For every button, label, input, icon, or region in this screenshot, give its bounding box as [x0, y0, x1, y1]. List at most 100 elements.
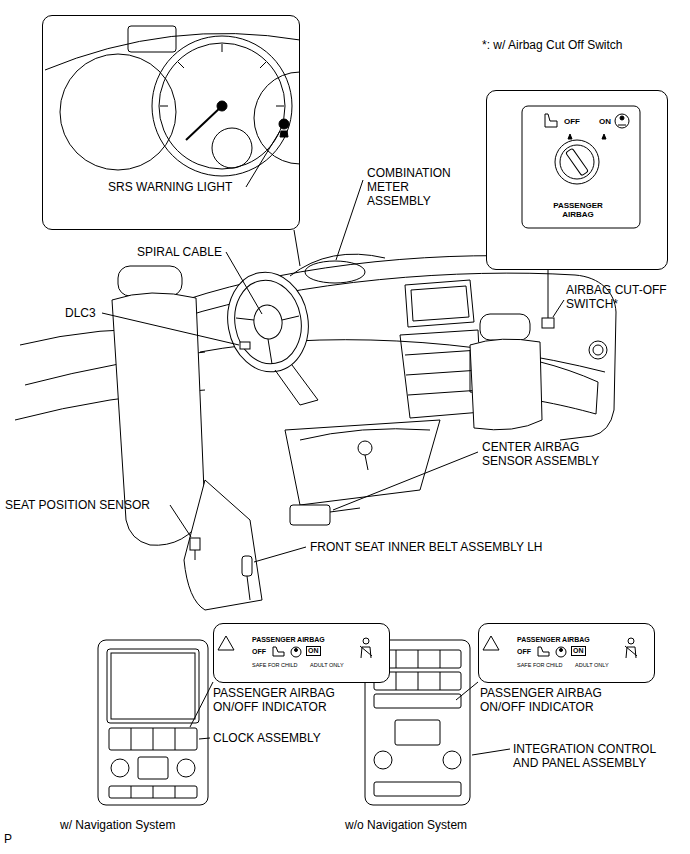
center-console — [285, 420, 440, 525]
leader-lines — [254, 547, 306, 562]
driver-seat — [195, 550, 196, 560]
car-interior — [400, 330, 482, 418]
part-label: SEAT POSITION SENSOR — [5, 498, 150, 512]
indicator-zoom-right — [560, 649, 563, 652]
car-interior — [405, 280, 474, 327]
passenger-seat — [470, 314, 542, 430]
indicator-note: SAFE FOR CHILD — [252, 662, 298, 668]
indicator-zoom-left — [218, 636, 234, 650]
indicator-zoom-right — [538, 647, 549, 656]
part-label: PASSENGER AIRBAG ON/OFF INDICATOR — [213, 686, 359, 714]
gauge-zoom — [212, 128, 252, 168]
indicator-state: ON — [571, 646, 586, 656]
car-interior — [593, 345, 603, 355]
gauge-zoom — [42, 15, 300, 266]
car-interior — [305, 261, 365, 283]
figure-code: P — [4, 832, 12, 846]
integration-panel — [396, 650, 440, 668]
driver-seat — [112, 266, 262, 610]
navigation-head-unit — [138, 757, 168, 779]
cutoff-switch-zoom — [486, 90, 668, 270]
driver-seat — [190, 538, 200, 550]
footnote: *: w/ Airbag Cut Off Switch — [482, 38, 623, 52]
steering-wheel — [236, 316, 299, 364]
part-label: INTEGRATION CONTROL AND PANEL ASSEMBLY — [513, 742, 679, 770]
integration-panel — [374, 751, 392, 769]
gauge-zoom — [246, 131, 280, 187]
car-interior — [560, 312, 616, 440]
integration-panel — [374, 694, 461, 708]
cutoff-switch-zoom — [568, 134, 606, 139]
indicator-zoom-right — [628, 638, 634, 644]
switch-position: ON — [599, 117, 611, 126]
callout-box: SRS WARNING LIGHT — [42, 15, 300, 230]
caption-label: w/ Navigation System — [60, 818, 175, 832]
indicator-note: ADULT ONLY — [310, 662, 344, 668]
indicator-zoom-left — [190, 623, 390, 739]
part-label: AIRBAG CUT-OFF SWITCH* — [566, 283, 680, 311]
car-interior — [405, 350, 481, 395]
steering-wheel — [275, 365, 318, 405]
navigation-head-unit — [109, 786, 197, 798]
center-console — [358, 441, 372, 455]
integration-panel — [396, 672, 440, 690]
driver-seat — [242, 556, 252, 576]
indicator-zoom-left — [273, 647, 284, 656]
cutoff-switch-zoom — [555, 140, 599, 184]
cutoff-switch-zoom — [522, 106, 640, 228]
steering-wheel — [220, 266, 318, 405]
indicator-zoom-right — [456, 623, 655, 755]
indicator-zoom-left — [295, 649, 298, 652]
leader-lines — [102, 180, 478, 562]
indicator-state: OFF — [252, 648, 266, 656]
indicator-zoom-right — [483, 636, 499, 650]
integration-panel — [374, 782, 461, 796]
gauge-zoom — [294, 230, 300, 266]
indicator-zoom-left — [199, 738, 210, 739]
navigation-head-unit — [98, 640, 208, 805]
part-label: CENTER AIRBAG SENSOR ASSEMBLY — [482, 440, 610, 468]
center-console — [290, 505, 330, 525]
indicator-zoom-right — [472, 749, 510, 755]
gauge-zoom — [217, 101, 227, 111]
steering-wheel — [251, 303, 284, 341]
passenger-seat — [470, 339, 542, 430]
switch-label: PASSENGER AIRBAG — [548, 201, 608, 219]
leader-lines — [102, 313, 239, 345]
leader-lines — [336, 180, 363, 260]
driver-seat — [247, 576, 250, 600]
navigation-head-unit — [177, 759, 195, 777]
part-label: FRONT SEAT INNER BELT ASSEMBLY LH — [310, 540, 543, 554]
driver-seat — [118, 266, 182, 296]
leader-lines — [170, 505, 191, 537]
cutoff-switch-zoom — [560, 145, 594, 179]
integration-panel — [443, 751, 461, 769]
car-interior — [542, 318, 554, 328]
gauge-zoom — [159, 43, 285, 169]
car-interior — [290, 254, 385, 276]
center-console — [285, 420, 440, 505]
navigation-head-unit — [107, 649, 199, 723]
car-interior — [240, 342, 250, 349]
indicator-zoom-left — [190, 682, 213, 727]
part-label: COMBINATION METER ASSEMBLY — [367, 166, 451, 208]
indicator-zoom-right — [625, 646, 637, 658]
navigation-head-unit — [98, 640, 208, 805]
part-label: DLC3 — [65, 306, 96, 320]
indicator-title: PASSENGER AIRBAG — [252, 636, 325, 644]
gauge-zoom — [42, 15, 300, 230]
gauge-zoom — [60, 54, 176, 170]
indicator-zoom-right — [456, 682, 478, 700]
cutoff-switch-zoom — [618, 125, 626, 126]
passenger-seat — [480, 314, 530, 340]
cutoff-switch-zoom — [545, 114, 557, 127]
driver-seat — [184, 480, 262, 610]
part-label: CLOCK ASSEMBLY — [213, 731, 321, 745]
indicator-zoom-right — [478, 623, 655, 683]
indicator-title: PASSENGER AIRBAG — [517, 636, 590, 644]
leader-lines — [333, 452, 478, 510]
steering-wheel — [220, 266, 316, 378]
gauge-zoom — [279, 119, 289, 129]
